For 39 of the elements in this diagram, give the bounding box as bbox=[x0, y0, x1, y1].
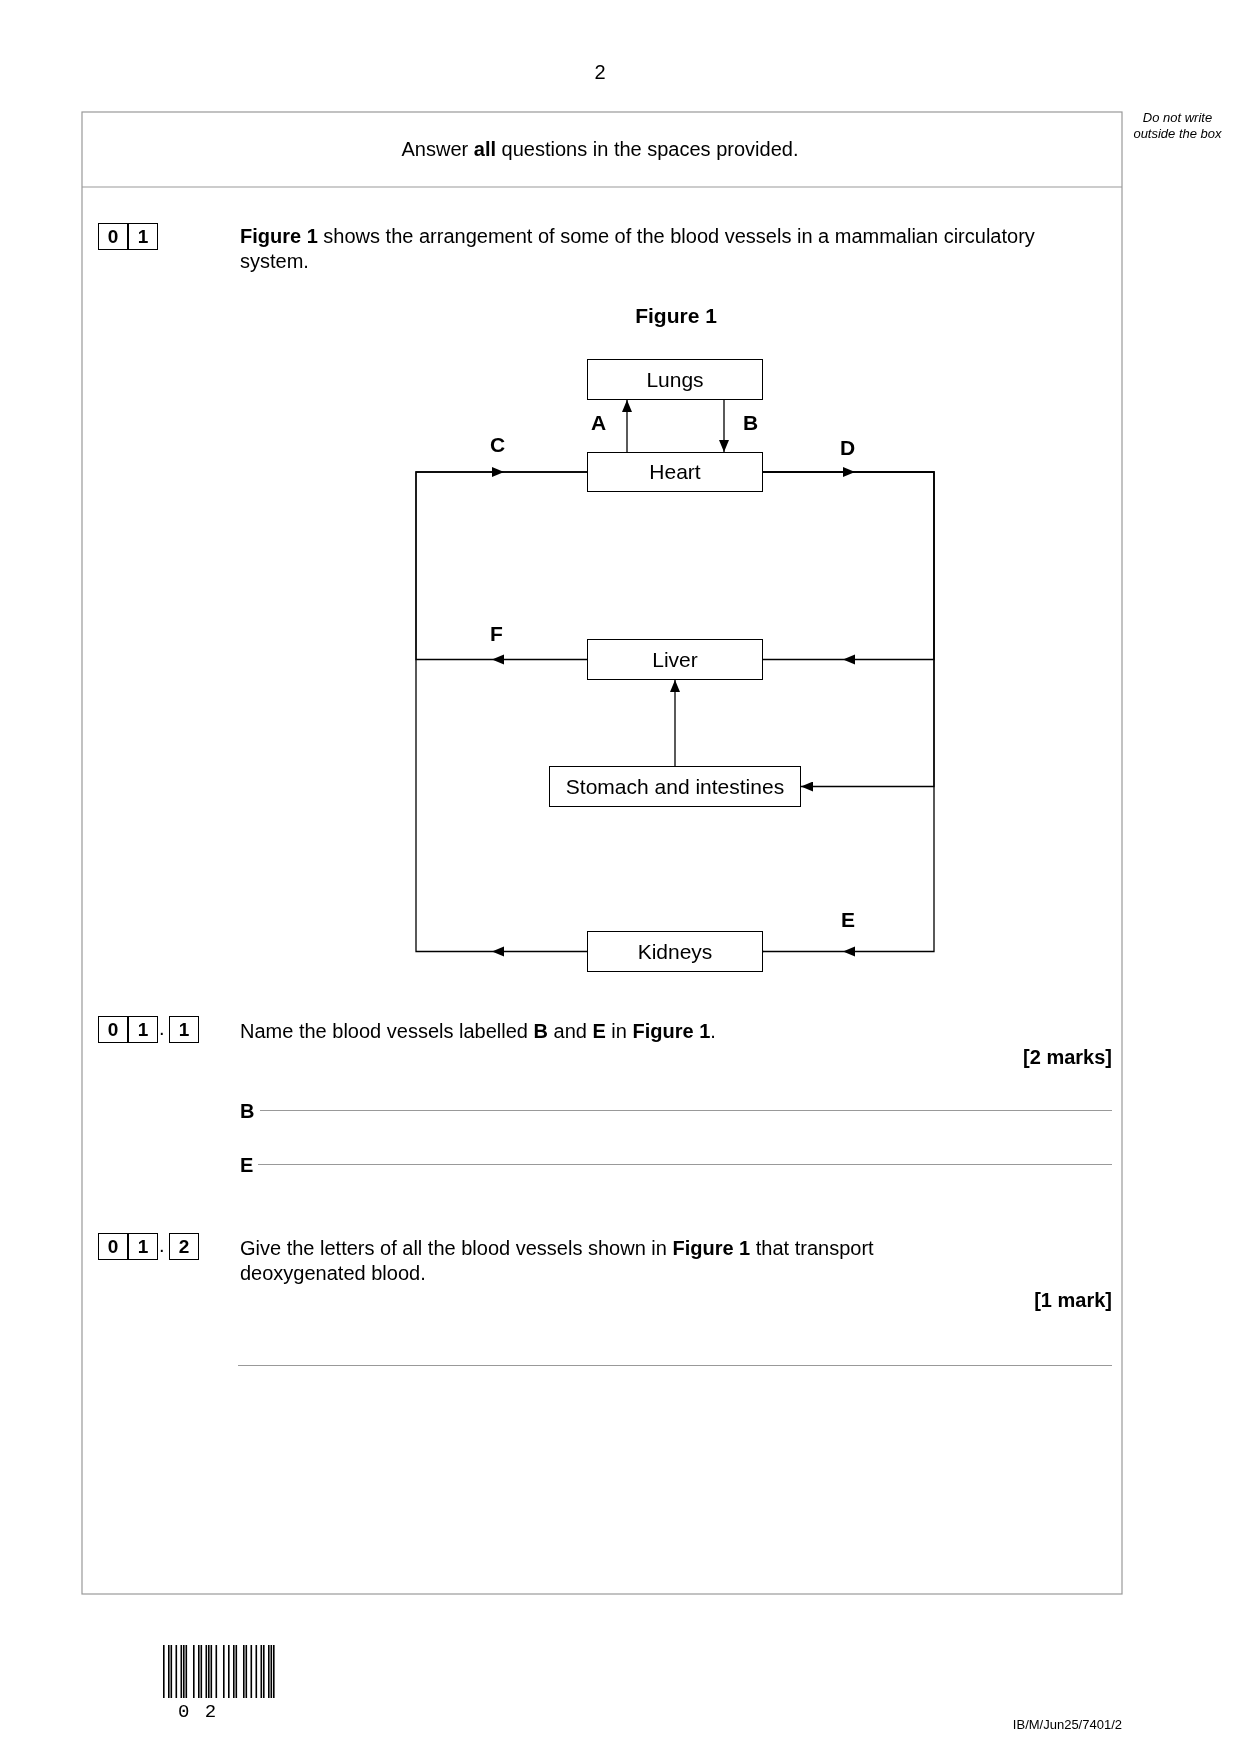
paper-reference: IB/M/Jun25/7401/2 bbox=[1011, 1717, 1122, 1733]
node-label: Lungs bbox=[646, 367, 704, 392]
question-number: 0 bbox=[98, 223, 128, 250]
page-number: 2 bbox=[593, 60, 607, 85]
organ-box bbox=[587, 931, 763, 972]
node-label: Liver bbox=[652, 647, 698, 672]
answer-label: B bbox=[240, 1099, 256, 1124]
vessel-letter: F bbox=[490, 623, 503, 645]
answer-label: E bbox=[240, 1153, 255, 1178]
question-number-dot: . bbox=[159, 1233, 166, 1258]
question-number: 1 bbox=[128, 1233, 158, 1260]
question-text: Give the letters of all the blood vessels shown in Figure 1 that transport deoxygenated blood. bbox=[240, 1236, 875, 1286]
question-number: 0 bbox=[98, 1016, 128, 1043]
organ-box bbox=[587, 452, 763, 492]
organ-box bbox=[587, 639, 763, 680]
question-number-dot: . bbox=[159, 1016, 166, 1041]
question-number: 1 bbox=[128, 1016, 158, 1043]
organ-box bbox=[587, 359, 763, 400]
question-number: 1 bbox=[169, 1016, 199, 1043]
question-text: Figure 1 shows the arrangement of some of the blood vessels in a mammalian circulatory system. bbox=[240, 224, 1036, 274]
instruction-text: Answer all questions in the spaces provided. bbox=[400, 137, 800, 162]
vessel-letter: A bbox=[591, 412, 607, 434]
vessel-letter: B bbox=[743, 412, 759, 434]
question-number: 2 bbox=[169, 1233, 199, 1260]
marks-text: [2 marks] bbox=[1022, 1045, 1112, 1070]
marks-text: [1 mark] bbox=[1033, 1288, 1112, 1313]
margin-note: Do not write outside the box bbox=[1132, 110, 1223, 142]
question-number: 0 bbox=[98, 1233, 128, 1260]
node-label: Kidneys bbox=[637, 939, 713, 964]
vessel-letter: E bbox=[841, 909, 855, 931]
vessel-letter: D bbox=[840, 437, 856, 459]
organ-box bbox=[549, 766, 801, 807]
question-number: 1 bbox=[128, 223, 158, 250]
node-label: Heart bbox=[649, 460, 701, 484]
vessel-letter: C bbox=[490, 434, 506, 456]
figure-title: Figure 1 bbox=[634, 303, 718, 328]
node-label: Stomach and intestines bbox=[565, 774, 785, 799]
question-text: Name the blood vessels labelled B and E in Figure 1. bbox=[240, 1019, 717, 1044]
barcode-number: 0 2 bbox=[178, 1700, 220, 1725]
